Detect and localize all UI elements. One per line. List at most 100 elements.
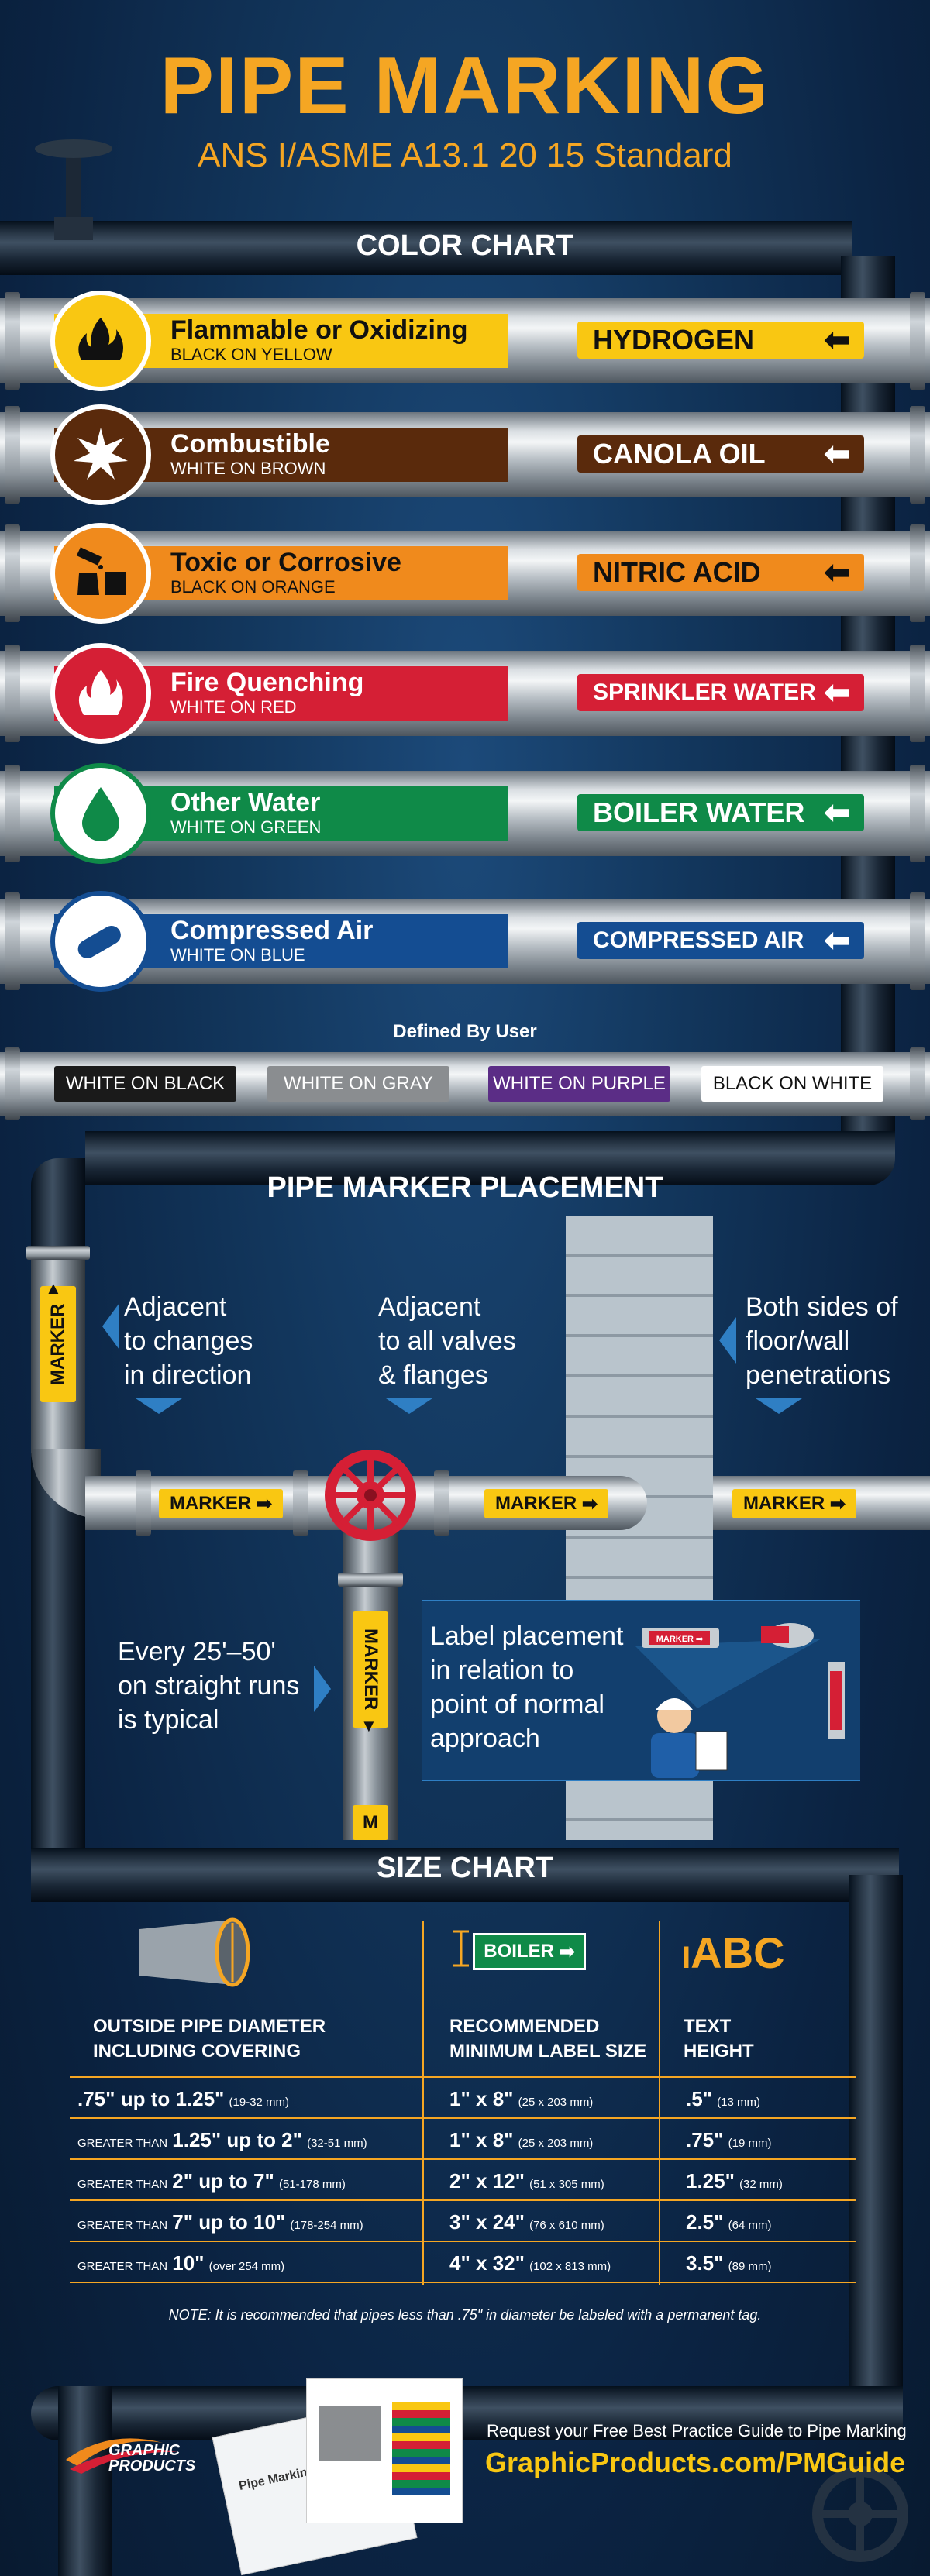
arrow-left-icon: ⬅	[824, 923, 850, 958]
arrow-down-icon	[756, 1398, 802, 1414]
user-label-white-on-purple: WHITE ON PURPLE	[488, 1066, 670, 1102]
size-text-height: .5" (13 mm)	[686, 2087, 760, 2110]
arrow-down-icon	[386, 1398, 432, 1414]
corrosion-icon	[76, 547, 126, 595]
background-pipe	[849, 1875, 903, 2417]
marker-text: SPRINKLER WATER	[593, 679, 816, 705]
marker-text: CANOLA OIL	[593, 438, 766, 469]
sample-pipe-marker: CANOLA OIL ⬅	[577, 435, 864, 473]
size-label: 1" x 8" (25 x 203 mm)	[450, 2087, 594, 2110]
sample-pipe-marker: SPRINKLER WATER ⬅	[577, 674, 864, 711]
size-row: GREATER THAN 7" up to 10" (178-254 mm) 3…	[70, 2199, 856, 2241]
hazard-icon-circle	[50, 891, 151, 992]
size-diameter: GREATER THAN 2" up to 7" (51-178 mm)	[78, 2169, 346, 2193]
size-label: 1" x 8" (25 x 203 mm)	[450, 2128, 594, 2151]
background-pipe	[85, 1131, 895, 1185]
pipe-diameter-icon	[140, 1917, 250, 1987]
color-scheme: WHITE ON GREEN	[170, 817, 322, 837]
explosion-icon	[74, 428, 128, 480]
sample-pipe-marker: COMPRESSED AIR ⬅	[577, 922, 864, 959]
size-diameter: GREATER THAN 7" up to 10" (178-254 mm)	[78, 2210, 363, 2234]
color-scheme: WHITE ON BLUE	[170, 945, 305, 965]
size-text-height: 1.25" (32 mm)	[686, 2169, 783, 2193]
hazard-icon-circle	[50, 404, 151, 505]
size-text-height: 3.5" (89 mm)	[686, 2251, 772, 2275]
size-row: GREATER THAN 10" (over 254 mm) 4" x 32" …	[70, 2241, 856, 2282]
arrow-left-icon: ⬅	[824, 796, 850, 830]
hazard-name: Combustible	[170, 429, 330, 459]
color-scheme: BLACK ON ORANGE	[170, 577, 336, 597]
size-text-height: 2.5" (64 mm)	[686, 2210, 772, 2234]
text-height-icon: IABC	[682, 1928, 785, 1977]
worker-sightline-illustration: MARKER ➡	[636, 1623, 845, 1778]
sample-pipe-marker: HYDROGEN ⬅	[577, 322, 864, 359]
marker-text: BOILER WATER	[593, 796, 805, 828]
hazard-name: Flammable or Oxidizing	[170, 315, 468, 345]
hazard-name: Fire Quenching	[170, 668, 364, 697]
sample-pipe-marker: BOILER WATER ⬅	[577, 794, 864, 831]
size-note: NOTE: It is recommended that pipes less …	[168, 2307, 762, 2323]
hazard-icon-circle	[50, 763, 151, 864]
approach-panel	[422, 1600, 860, 1781]
user-label-white-on-black: WHITE ON BLACK	[54, 1066, 236, 1102]
arrow-left-icon: ⬅	[824, 676, 850, 710]
page-title: PIPE MARKING	[160, 41, 770, 131]
size-label: 4" x 32" (102 x 813 mm)	[450, 2251, 611, 2275]
marker-text: HYDROGEN	[593, 324, 755, 356]
marker-horizontal-1: MARKER ➡	[159, 1489, 283, 1518]
background-pipe	[0, 221, 852, 275]
divider	[422, 1921, 424, 2285]
arrow-left-icon	[102, 1303, 119, 1350]
page-subtitle: ANS I/ASME A13.1 20 15 Standard	[198, 136, 732, 174]
marker-vertical-left: MARKER	[40, 1286, 76, 1402]
arrow-left-icon: ⬅	[824, 555, 850, 590]
arrow-left-icon: ⬅	[824, 437, 850, 471]
color-scheme: WHITE ON RED	[170, 697, 297, 717]
size-row: GREATER THAN 2" up to 7" (51-178 mm) 2" …	[70, 2158, 856, 2200]
marker-vertical-stub: M	[353, 1805, 388, 1840]
marker-horizontal-2: MARKER ➡	[484, 1489, 608, 1518]
marker-text: COMPRESSED AIR	[593, 927, 804, 953]
divider	[70, 2282, 856, 2283]
arrow-up-icon: ▲	[45, 1278, 62, 1298]
arrow-right-icon	[314, 1666, 331, 1712]
arrow-left-icon	[719, 1317, 736, 1364]
cta-text: Request your Free Best Practice Guide to…	[487, 2421, 907, 2440]
hazard-icon-circle	[50, 523, 151, 624]
size-label: 2" x 12" (51 x 305 mm)	[450, 2169, 604, 2193]
color-chart-title: COLOR CHART	[356, 229, 574, 262]
logo-swoosh-icon	[66, 2438, 178, 2474]
user-label-white-on-gray: WHITE ON GRAY	[267, 1066, 450, 1102]
sample-pipe-marker: NITRIC ACID ⬅	[577, 554, 864, 591]
size-row: GREATER THAN 1.25" up to 2" (32-51 mm) 1…	[70, 2117, 856, 2159]
gas-cylinder-icon	[78, 926, 121, 958]
label-height-icon	[453, 1930, 469, 1967]
size-diameter: GREATER THAN 1.25" up to 2" (32-51 mm)	[78, 2128, 367, 2151]
valve-wheel-icon	[812, 2466, 908, 2562]
size-row: .75" up to 1.25" (19-32 mm) 1" x 8" (25 …	[70, 2076, 856, 2118]
guide-booklet-open	[306, 2378, 463, 2523]
svg-text:MARKER ➡: MARKER ➡	[656, 1635, 704, 1644]
arrow-left-icon: ⬅	[824, 323, 850, 357]
hazard-icon-circle	[50, 291, 151, 391]
color-scheme: BLACK ON YELLOW	[170, 345, 332, 364]
guide-link[interactable]: GraphicProducts.com/PMGuide	[485, 2447, 906, 2478]
marker-text: NITRIC ACID	[593, 556, 761, 588]
user-defined-title: Defined By User	[393, 1021, 537, 1042]
sample-label: BOILER ➡	[473, 1933, 586, 1970]
hazard-name: Compressed Air	[170, 916, 374, 945]
size-chart-title: SIZE CHART	[377, 1852, 553, 1884]
size-diameter: .75" up to 1.25" (19-32 mm)	[78, 2087, 290, 2110]
hazard-icon-circle	[50, 643, 151, 744]
background-pipe	[31, 1848, 899, 1902]
